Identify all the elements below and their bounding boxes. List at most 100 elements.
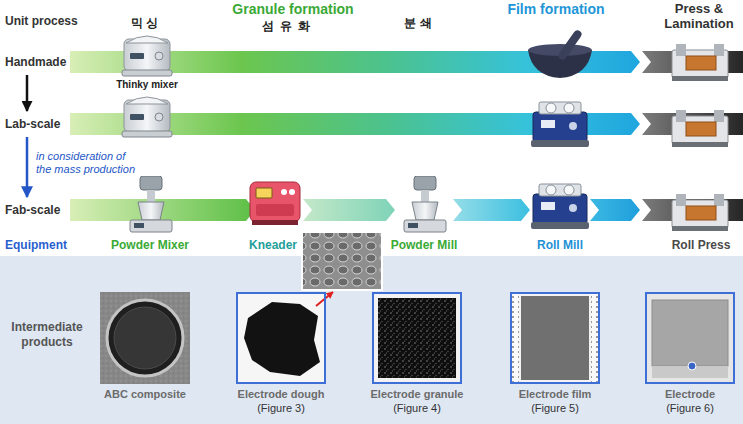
product-box: ABC composite xyxy=(98,292,192,401)
coating xyxy=(652,300,728,366)
note-label: Thinky mixer xyxy=(116,79,178,90)
band-segment xyxy=(453,199,530,221)
process-band: Handmade xyxy=(0,51,743,73)
band-segment xyxy=(642,113,743,135)
label-holder: Powder Mill xyxy=(391,238,458,252)
band-segment xyxy=(642,199,743,221)
photo-ground xyxy=(372,292,462,384)
flow-arrow xyxy=(26,75,29,111)
row-label: Fab-scale xyxy=(5,203,60,217)
header-label: Unit process xyxy=(5,14,78,28)
powder xyxy=(114,307,176,369)
sem-inset xyxy=(302,232,382,306)
equipment-label: Equipment xyxy=(5,238,67,252)
header-label: 섬유화 xyxy=(262,18,316,35)
product-box: Electrode(Figure 6) xyxy=(643,292,737,415)
electrode-dough-photo xyxy=(236,292,326,384)
band-segment xyxy=(70,113,640,135)
electrode-granule-photo xyxy=(372,292,462,384)
dough-lump xyxy=(244,302,320,376)
product-box: Electrode film(Figure 5) xyxy=(508,292,602,415)
electrode-film-photo xyxy=(510,292,600,384)
label-holder: Intermediate products xyxy=(2,320,92,350)
label-holder: in consideration of the mass production xyxy=(36,150,139,176)
equipment-label: Powder Mill xyxy=(391,238,458,252)
flow-arrow xyxy=(26,137,29,197)
note-label: Intermediate products xyxy=(2,320,92,350)
equipment-label: Roll Mill xyxy=(537,238,583,252)
product-name: Electrode xyxy=(665,387,715,401)
band-segment xyxy=(303,199,395,221)
row-label: Lab-scale xyxy=(5,117,60,131)
granules xyxy=(378,298,456,378)
photo-ground xyxy=(510,292,600,384)
thinky-mixer-icon xyxy=(122,36,172,76)
band-segment xyxy=(70,51,640,73)
electrode-photo xyxy=(645,292,735,384)
product-name: ABC composite xyxy=(104,387,186,401)
tab-mark xyxy=(688,362,696,370)
label-holder: Equipment xyxy=(5,238,67,252)
product-name: Electrode granule xyxy=(371,387,464,401)
equipment-label: Roll Press xyxy=(672,238,731,252)
label-holder: Thinky mixer xyxy=(116,79,178,90)
figure-ref: (Figure 4) xyxy=(393,401,441,415)
header-label: 믹싱 xyxy=(131,15,161,32)
band-arrow xyxy=(70,113,743,135)
photo-ground xyxy=(645,292,735,384)
band-segment xyxy=(642,51,743,73)
label-holder: 믹싱 xyxy=(131,15,161,32)
figure-ref: (Figure 6) xyxy=(666,401,714,415)
film-edge xyxy=(591,294,598,382)
label-holder: 분쇄 xyxy=(404,15,436,32)
photo-ground xyxy=(236,292,326,384)
header-label: Press & Lamination xyxy=(657,1,741,31)
label-holder: 섬유화 xyxy=(262,18,316,35)
label-holder: Press & Lamination xyxy=(657,1,741,31)
figure-ref: (Figure 5) xyxy=(531,401,579,415)
film-edge xyxy=(512,294,519,382)
band-segment xyxy=(70,199,255,221)
product-box: Electrode dough(Figure 3) xyxy=(234,292,328,415)
photo-frame xyxy=(100,292,190,384)
photo-frame xyxy=(372,292,462,384)
sem-image xyxy=(302,232,382,290)
edge-label: in consideration of the mass production xyxy=(36,150,139,176)
roll-press-icon xyxy=(672,194,728,231)
label-holder: Kneader xyxy=(249,238,297,252)
dish xyxy=(107,300,183,376)
band-arrow xyxy=(70,199,743,221)
band-segment xyxy=(590,199,640,221)
roll-press-icon xyxy=(672,44,728,81)
roll-mill-icon xyxy=(531,102,589,147)
powder-mill-icon xyxy=(404,176,446,232)
header-label: Granule formation xyxy=(232,1,353,17)
process-band: Fab-scale xyxy=(0,199,743,221)
label-holder: Powder Mixer xyxy=(111,238,189,252)
abc-composite-photo xyxy=(100,292,190,384)
header-label: 분쇄 xyxy=(404,15,436,32)
equipment-label: Powder Mixer xyxy=(111,238,189,252)
photo-ground xyxy=(100,292,190,384)
row-label: Handmade xyxy=(5,55,66,69)
label-holder: Roll Press xyxy=(672,238,731,252)
equipment-label: Kneader xyxy=(249,238,297,252)
figure-ref: (Figure 3) xyxy=(257,401,305,415)
film xyxy=(521,296,589,380)
product-box: Electrode granule(Figure 4) xyxy=(369,292,466,415)
label-holder: Roll Mill xyxy=(537,238,583,252)
pestle xyxy=(557,29,583,61)
product-name: Electrode film xyxy=(519,387,592,401)
label-holder: Unit process xyxy=(5,14,78,28)
photo-frame xyxy=(236,292,326,384)
band-arrow xyxy=(70,51,743,73)
process-band: Lab-scale xyxy=(0,113,743,135)
roll-press-icon xyxy=(672,110,728,147)
kneader-icon xyxy=(250,182,300,225)
thinky-mixer-icon xyxy=(122,97,172,137)
roll-mill-icon xyxy=(531,184,589,229)
photo-frame xyxy=(510,292,600,384)
label-holder: Granule formation xyxy=(232,1,353,17)
photo-frame xyxy=(645,292,735,384)
